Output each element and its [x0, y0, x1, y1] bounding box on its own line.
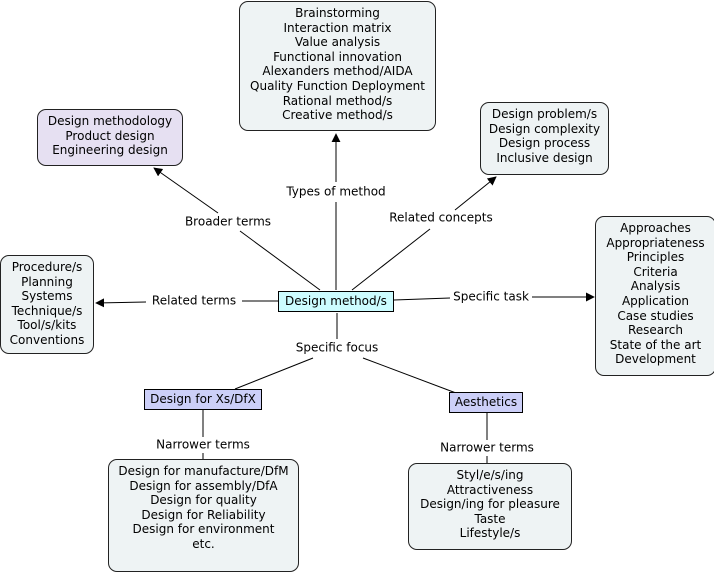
concept-item: Approaches [620, 221, 691, 235]
link-label-aesthetics-narrower: Narrower terms [438, 440, 536, 456]
concept-item: Tool/s/kits [17, 318, 77, 333]
link-label-related-concepts: Related concepts [387, 210, 495, 226]
concept-item: Design for Reliability [141, 507, 266, 522]
link-label-broader-terms: Broader terms [182, 214, 274, 230]
link-related-concepts-lower [351, 228, 431, 291]
link-related-concepts-upper [454, 176, 497, 211]
link-specific-task-left [393, 297, 451, 301]
concept-item: Design for quality [150, 493, 257, 508]
link-broader-terms-upper [153, 167, 219, 214]
concept-item: Application [621, 293, 690, 308]
concept-label: Design for Xs/DfX [150, 392, 256, 406]
concept-item: Inclusive design [496, 150, 593, 165]
link-label-related-terms: Related terms [149, 293, 239, 309]
concept-item: Design for manufacture/DfM [118, 464, 289, 478]
concept-item: Interaction matrix [283, 20, 392, 35]
concept-item: Styl/e/s/ing [456, 468, 524, 482]
concept-item: Engineering design [52, 143, 168, 158]
concept-specific-task-list[interactable]: Approaches Appropriateness Principles Cr… [595, 216, 714, 376]
concept-item: Procedure/s [11, 260, 83, 274]
concept-design-for-x[interactable]: Design for Xs/DfX [144, 389, 262, 410]
link-specific-focus-dfx [234, 357, 314, 390]
concept-dfx-narrower-list[interactable]: Design for manufacture/DfM Design for as… [108, 459, 299, 572]
concept-item: Case studies [617, 308, 694, 323]
concept-item: Taste [474, 511, 506, 526]
concept-related-concepts-list[interactable]: Design problem/s Design complexity Desig… [480, 102, 609, 175]
concept-item: Alexanders method/AIDA [262, 64, 413, 79]
concept-item: Quality Function Deployment [250, 78, 425, 93]
concept-label: Design method/s [285, 294, 387, 308]
concept-related-terms-list[interactable]: Procedure/s Planning Systems Technique/s… [0, 255, 94, 354]
concept-item: Design problem/s [491, 107, 598, 121]
concept-item: Brainstorming [295, 6, 380, 20]
concept-item: Technique/s [11, 303, 83, 318]
concept-item: Design complexity [488, 121, 601, 136]
concept-item: Design/ing for pleasure [420, 497, 560, 512]
concept-item: Attractiveness [446, 482, 534, 497]
concept-item: Creative method/s [282, 108, 393, 123]
concept-item: Design for assembly/DfA [129, 478, 278, 493]
concept-label: Aesthetics [454, 395, 518, 409]
concept-design-methods[interactable]: Design method/s [278, 291, 394, 312]
link-label-specific-focus: Specific focus [293, 340, 381, 356]
concept-item: Criteria [633, 264, 678, 279]
link-specific-focus-aesthetics [362, 357, 457, 394]
link-label-dfx-narrower: Narrower terms [154, 437, 252, 453]
concept-item: Design process [498, 136, 591, 151]
link-broader-terms-lower [239, 230, 321, 291]
link-related-terms-left [95, 298, 147, 308]
concept-item: Value analysis [294, 35, 381, 50]
concept-item: Rational method/s [282, 93, 393, 108]
concept-item: Planning [21, 274, 73, 289]
concept-item: Design methodology [47, 114, 173, 128]
concept-item: State of the art [609, 337, 702, 352]
concept-item: Design for environment [132, 522, 275, 537]
concept-broader-terms-list[interactable]: Design methodology Product design Engine… [37, 109, 183, 166]
concept-item: Systems [21, 289, 73, 304]
concept-types-of-method-list[interactable]: Brainstorming Interaction matrix Value a… [239, 1, 436, 131]
concept-item: Analysis [630, 279, 681, 294]
concept-item: Appropriateness [606, 235, 705, 250]
concept-item: Principles [626, 250, 685, 265]
concept-item: Development [615, 352, 696, 367]
concept-item: Product design [65, 128, 155, 143]
link-label-specific-task: Specific task [451, 289, 531, 305]
concept-item: Lifestyle/s [459, 526, 521, 541]
link-label-types-of-method: Types of method [284, 184, 388, 200]
concept-aesthetics[interactable]: Aesthetics [449, 392, 523, 413]
concept-item: Functional innovation [273, 49, 402, 64]
concept-aesthetics-narrower-list[interactable]: Styl/e/s/ing Attractiveness Design/ing f… [408, 463, 572, 550]
concept-item: Research [627, 323, 684, 338]
concept-item: etc. [192, 536, 215, 551]
concept-item: Conventions [9, 332, 85, 347]
